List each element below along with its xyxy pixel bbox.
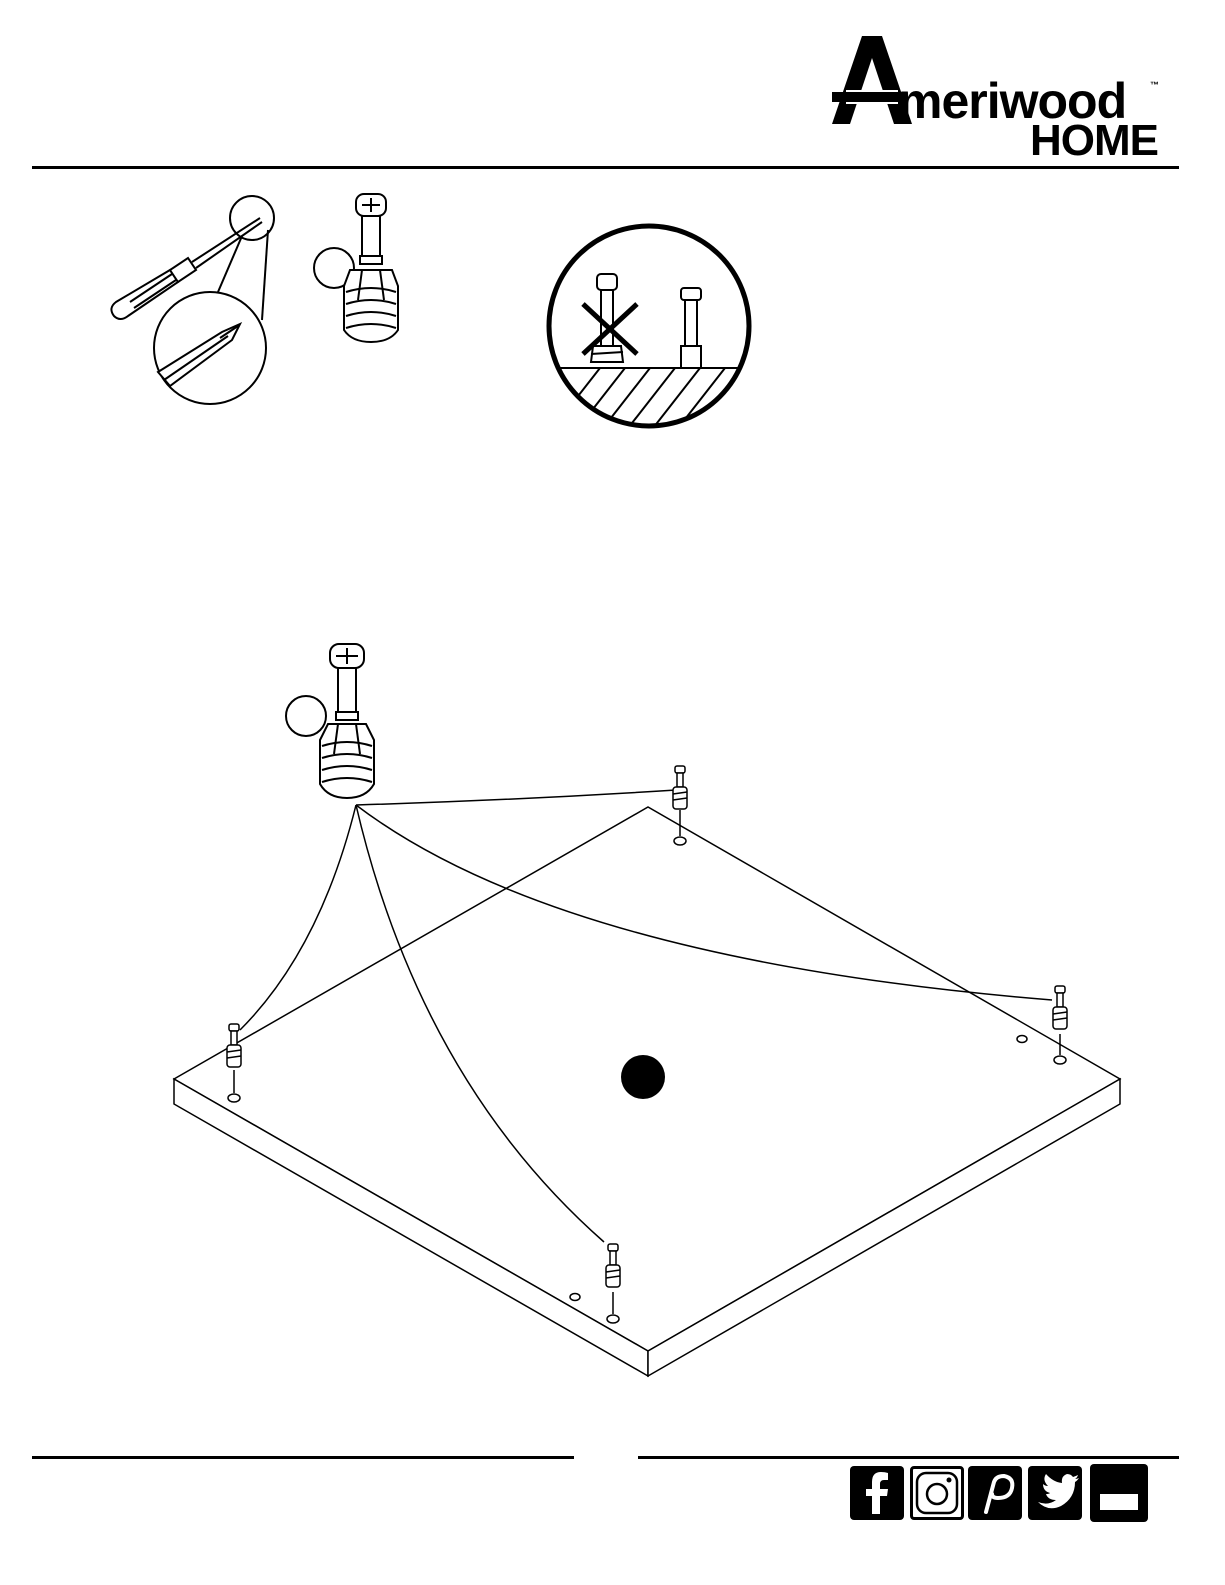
correct-vs-incorrect-bolt-depth-icon [545, 222, 755, 432]
large-cam-bolt [286, 644, 374, 798]
part-marker-dot [621, 1055, 665, 1099]
brand-trademark: ™ [1150, 80, 1159, 90]
brand-subtitle: HOME [1030, 116, 1158, 166]
instagram-icon[interactable] [910, 1466, 964, 1520]
pinterest-icon[interactable] [968, 1466, 1022, 1520]
cam-bolt-icon [310, 190, 420, 350]
footer-rule-right [638, 1456, 1179, 1459]
twitter-icon[interactable] [1028, 1466, 1082, 1520]
header-rule [32, 166, 1179, 169]
footer-rule-left [32, 1456, 574, 1459]
board-with-cam-bolts-figure [0, 630, 1225, 1390]
facebook-icon[interactable] [850, 1466, 904, 1520]
youtube-icon[interactable] [1090, 1464, 1148, 1522]
